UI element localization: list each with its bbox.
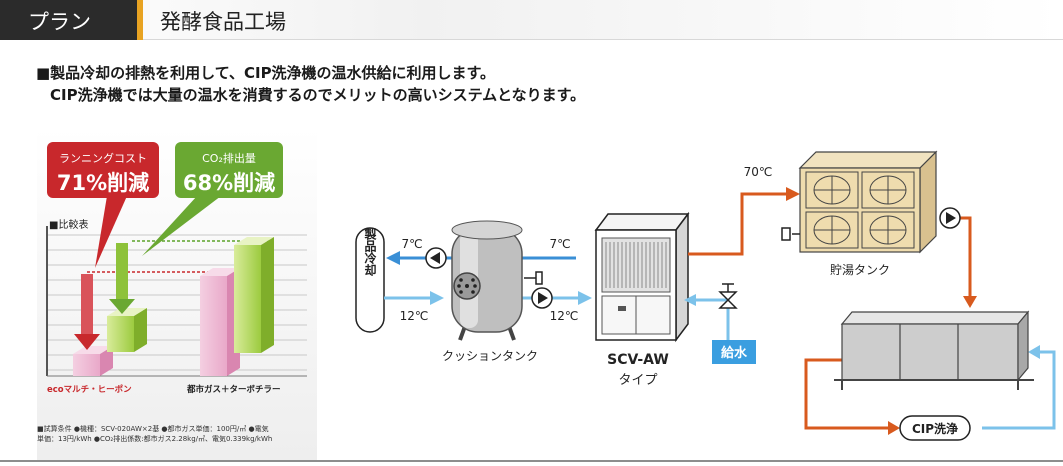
pump-icon-return — [531, 287, 553, 309]
page-title: 発酵食品工場 — [160, 10, 286, 34]
temp-7-left: 7℃ — [401, 237, 422, 251]
hot-water-tank-label: 貯湯タンク — [830, 263, 890, 277]
header-bar: プラン 発酵食品工場 — [0, 0, 1063, 40]
footer-rule — [0, 460, 1063, 462]
intro-text: ■製品冷却の排熱を利用して、CIP洗浄機の温水供給に利用します。 CIP洗浄機で… — [36, 62, 585, 106]
plan-tab-label: プラン — [28, 10, 91, 34]
temp-12-left: 12℃ — [400, 309, 429, 323]
unit-name-label: SCV-AW — [607, 352, 669, 368]
return-arrowhead-left — [430, 291, 444, 305]
gas-green-bar — [234, 237, 274, 353]
cost-callout-value: 71%削減 — [57, 171, 149, 195]
water-supply-box — [712, 340, 756, 364]
pump-icon-hot — [939, 207, 961, 229]
calc-notes: ■試算条件 ●機種：SCV-020AW×2基 ●都市ガス単価：100円/㎥ ●電… — [37, 424, 272, 444]
eco-pink-bar — [73, 346, 113, 376]
calc-notes-line-2: 単価：13円/kWh ●CO₂排出係数:都市ガス2.28kg/㎥、電気0.339… — [37, 435, 273, 443]
scv-aw-unit — [594, 211, 690, 343]
water-supply-label: 給水 — [721, 345, 748, 361]
cost-callout — [47, 142, 159, 268]
cip-equipment — [834, 310, 1034, 390]
cost-down-arrow — [74, 274, 100, 350]
co2-callout-value: 68%削減 — [183, 171, 275, 195]
tank-valve-icon — [524, 271, 543, 285]
cushion-tank — [451, 220, 523, 341]
supply-valve-icon — [718, 283, 738, 309]
gas-pink-bar — [200, 268, 240, 376]
cold-arrowhead-left — [386, 251, 400, 265]
cip-wash-box — [899, 415, 971, 441]
temp-70: 70℃ — [744, 165, 773, 179]
cip-wash-label: CIP洗浄 — [912, 421, 958, 436]
comparison-panel: ランニングコスト 71%削減 CO₂排出量 68%削減 ■比較表 ecoマルチ・… — [37, 128, 317, 460]
hot-arrowhead-tank — [786, 187, 800, 201]
product-cooling-box — [355, 227, 385, 333]
temp-7-right: 7℃ — [549, 237, 570, 251]
cost-callout-label: ランニングコスト — [59, 151, 147, 165]
hot-arrowhead-cip — [963, 296, 977, 308]
intro-line-1: ■製品冷却の排熱を利用して、CIP洗浄機の温水供給に利用します。 — [36, 64, 496, 82]
return-arrowhead-right — [578, 291, 592, 305]
product-cooling-label: 製品冷却 — [363, 227, 377, 277]
chart-title: ■比較表 — [49, 218, 88, 231]
intro-line-2: CIP洗浄機では大量の温水を消費するのでメリットの高いシステムとなります。 — [50, 86, 586, 104]
tank-drain-valve-icon — [781, 227, 800, 241]
calc-notes-line-1: ■試算条件 ●機種：SCV-020AW×2基 ●都市ガス単価：100円/㎥ ●電… — [37, 425, 269, 433]
flow-diagram: 製品冷却 7℃ 7℃ 12℃ 12℃ 70℃ クッションタンク SCV-AW タ… — [355, 150, 1056, 441]
co2-down-arrow — [109, 243, 135, 314]
hot-arrowhead-wash — [888, 421, 900, 435]
comparison-graphic: ランニングコスト 71%削減 CO₂排出量 68%削減 ■比較表 ecoマルチ・… — [46, 142, 307, 395]
cushion-tank-label: クッションタンク — [442, 349, 538, 363]
pump-icon-cold — [425, 247, 447, 269]
temp-12-right: 12℃ — [550, 309, 579, 323]
eco-bar-label: ecoマルチ・ヒーポン — [47, 384, 132, 395]
eco-green-bar — [107, 308, 147, 352]
cip-return-line — [982, 350, 1056, 430]
hot-water-tank — [798, 150, 938, 254]
header-accent — [137, 0, 143, 40]
gas-bar-label: 都市ガス＋ターボチラー — [186, 384, 281, 395]
co2-callout-label: CO₂排出量 — [202, 151, 256, 165]
unit-type-label: タイプ — [618, 373, 657, 388]
co2-callout — [142, 142, 283, 256]
plan-tab: プラン — [0, 0, 137, 40]
